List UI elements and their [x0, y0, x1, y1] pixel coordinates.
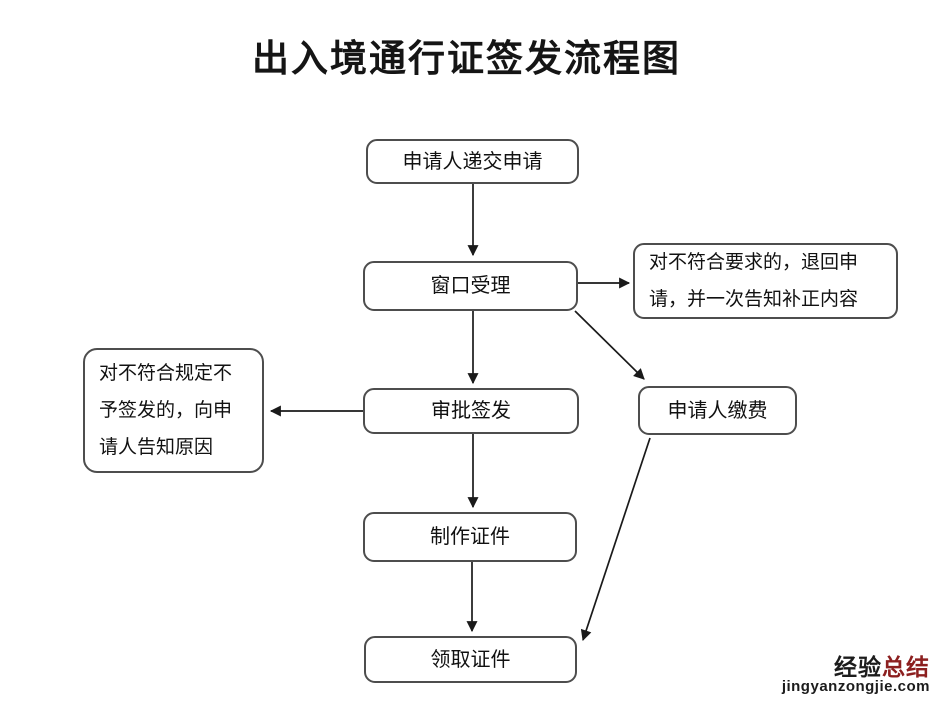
- watermark-brand-red: 总结: [882, 654, 930, 681]
- node-approval-issuance: 审批签发: [363, 388, 579, 434]
- watermark-brand: 经验总结: [782, 655, 930, 679]
- node-label: 对不符合要求的，退回申请，并一次告知补正内容: [649, 252, 859, 310]
- node-label: 对不符合规定不予签发的，向申请人告知原因: [99, 363, 233, 458]
- watermark-brand-black: 经验: [834, 654, 882, 681]
- node-label: 领取证件: [430, 648, 511, 671]
- node-label: 窗口受理: [430, 275, 511, 297]
- node-applicant-payment: 申请人缴费: [638, 386, 797, 435]
- node-label: 申请人递交申请: [402, 150, 543, 173]
- node-window-acceptance: 窗口受理: [363, 261, 578, 311]
- node-collect-document: 领取证件: [364, 636, 577, 683]
- arrow-accept-to-pay: [574, 310, 645, 380]
- watermark: 经验总结 jingyanzongjie.com: [782, 655, 930, 695]
- watermark-site-url: jingyanzongjie.com: [781, 678, 930, 696]
- node-label: 申请人缴费: [667, 399, 768, 422]
- node-reject-reason-note: 对不符合规定不予签发的，向申请人告知原因: [83, 348, 264, 473]
- page-title: 出入境通行证签发流程图: [252, 38, 681, 79]
- node-produce-document: 制作证件: [363, 512, 577, 562]
- node-label: 制作证件: [430, 526, 510, 548]
- node-label: 审批签发: [431, 400, 511, 422]
- node-submit-application: 申请人递交申请: [366, 139, 579, 184]
- node-return-application-note: 对不符合要求的，退回申请，并一次告知补正内容: [633, 243, 898, 319]
- arrow-pay-to-collect: [580, 437, 651, 642]
